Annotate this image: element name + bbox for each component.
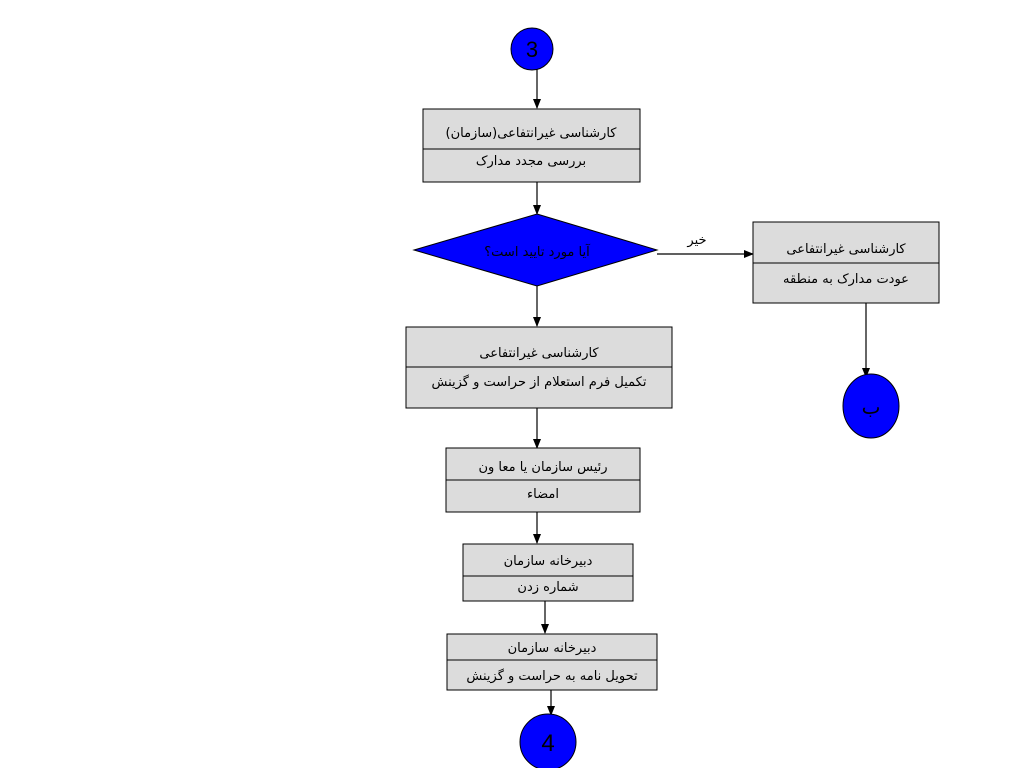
decision-no-label: خیر <box>686 233 706 248</box>
step1-role: کارشناسی غیرانتفاعی(سازمان) <box>446 126 618 141</box>
step4-action: شماره زدن <box>517 580 578 595</box>
decision-approved: آیا مورد تایید است؟ خیر <box>412 213 707 287</box>
step5-action: تحویل نامه به حراست و گزینش <box>466 668 638 684</box>
step4-role: دبیرخانه سازمان <box>504 554 593 569</box>
process-box-numbering: دبیرخانه سازمان شماره زدن <box>462 543 634 602</box>
side-role: کارشناسی غیرانتفاعی <box>786 242 906 257</box>
step2-action: تکمیل فرم استعلام از حراست و گزینش <box>432 374 647 390</box>
decision-question: آیا مورد تایید است؟ <box>484 243 591 260</box>
connector-3-label: 3 <box>526 37 538 62</box>
arrows <box>533 69 870 716</box>
process-box-return-documents: کارشناسی غیرانتفاعی عودت مدارک به منطقه <box>752 221 940 304</box>
connector-b-circle <box>842 373 900 439</box>
step3-action: امضاء <box>527 487 559 502</box>
process-box-review-documents: کارشناسی غیرانتفاعی(سازمان) بررسی مجدد م… <box>422 108 641 183</box>
step3-role: رئیس سازمان یا معا ون <box>478 460 607 475</box>
step5-box <box>446 633 658 691</box>
connector-b-label: ب <box>862 395 881 419</box>
step1-action: بررسی مجدد مدارک <box>476 154 586 169</box>
side-action: عودت مدارک به منطقه <box>783 272 909 287</box>
decision-diamond <box>412 213 659 287</box>
step5-role: دبیرخانه سازمان <box>508 641 597 656</box>
process-box-sign: رئیس سازمان یا معا ون امضاء <box>445 447 641 513</box>
connector-3-circle <box>510 27 554 71</box>
connector-4-label: 4 <box>541 730 554 757</box>
connector-4: 4 <box>519 713 577 768</box>
step2-role: کارشناسی غیرانتفاعی <box>479 346 599 361</box>
connector-b: ب <box>842 373 900 439</box>
step4-box <box>462 543 634 602</box>
connector-4-circle <box>519 713 577 768</box>
process-box-inquiry-form: کارشناسی غیرانتفاعی تکمیل فرم استعلام از… <box>405 326 673 409</box>
process-box-deliver-letter: دبیرخانه سازمان تحویل نامه به حراست و گز… <box>446 633 658 691</box>
connector-3: 3 <box>510 27 554 71</box>
step1-box <box>422 108 641 183</box>
